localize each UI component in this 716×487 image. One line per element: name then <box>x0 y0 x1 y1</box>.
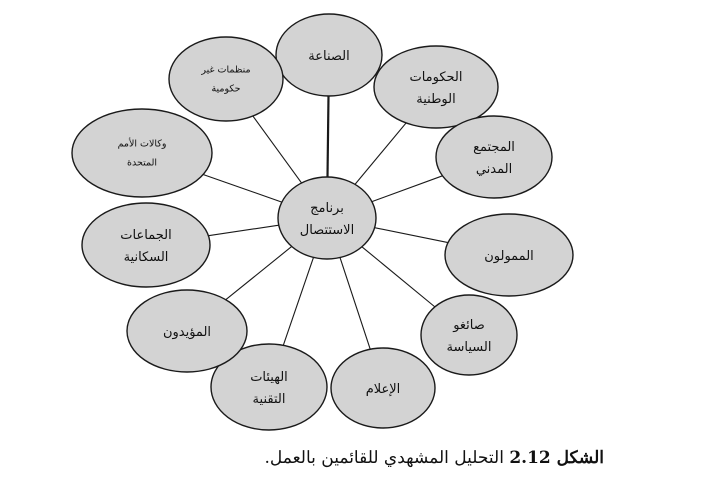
node-label-un-agencies: وكالات الأمم <box>118 138 167 150</box>
node-civil-society: المجتمع المدني <box>435 115 553 199</box>
node-label-funders: الممولون <box>484 249 534 264</box>
node-label-civil-society: المجتمع <box>473 140 515 155</box>
connector-media <box>339 257 371 350</box>
node-label-industry: الصناعة <box>308 49 349 64</box>
node-ellipse-policy-makers <box>420 294 518 376</box>
node-ngos: منظمات غير حكومية <box>168 36 284 122</box>
node-ellipse-national-governments <box>373 45 499 129</box>
connector-ngos <box>252 115 302 184</box>
node-label-center: الاستتصال <box>300 223 354 238</box>
connector-national-governments <box>354 122 407 185</box>
connector-un-agencies <box>202 173 283 203</box>
node-ellipse-funders <box>444 213 574 297</box>
node-label-ngos: حكومية <box>211 84 240 95</box>
node-label-population-groups: الجماعات <box>120 228 171 243</box>
node-population-groups: الجماعات السكانية <box>81 202 211 288</box>
stakeholder-diagram: الصناعة الحكومات الوطنية المجتمع المدني الممو… <box>71 13 574 431</box>
node-ellipse-center <box>277 176 377 260</box>
node-label-policy-makers: السياسة <box>447 340 492 355</box>
node-ellipse-un-agencies <box>71 108 213 198</box>
node-ellipse-industry <box>275 13 383 97</box>
diagram-nodes: الصناعة الحكومات الوطنية المجتمع المدني الممو… <box>71 13 574 431</box>
node-ellipse-supporters <box>126 289 248 373</box>
node-ellipse-ngos <box>168 36 284 122</box>
node-ellipse-technical-bodies <box>210 343 328 431</box>
connector-lines <box>202 95 449 350</box>
node-label-civil-society: المدني <box>476 162 512 177</box>
connector-funders <box>374 227 449 244</box>
node-supporters: المؤيدون <box>126 289 248 373</box>
node-label-technical-bodies: التقنية <box>253 392 286 407</box>
node-label-policy-makers: صائغو <box>452 318 485 333</box>
connector-industry <box>326 95 330 178</box>
node-label-un-agencies: المتحدة <box>127 158 157 169</box>
node-label-supporters: المؤيدون <box>163 325 211 340</box>
figure-caption-text: التحليل المشهدي للقائمين بالعمل. <box>264 448 504 468</box>
node-label-center: برنامج <box>310 201 344 216</box>
node-ellipse-population-groups <box>81 202 211 288</box>
node-label-national-governments: الوطنية <box>416 92 455 107</box>
figure-caption: الشكل 2.12 التحليل المشهدي للقائمين بالع… <box>0 448 605 468</box>
node-ellipse-civil-society <box>435 115 553 199</box>
node-label-technical-bodies: الهيئات <box>250 370 288 385</box>
node-label-national-governments: الحكومات <box>409 70 462 85</box>
connector-supporters <box>225 246 293 301</box>
node-industry: الصناعة <box>275 13 383 97</box>
node-ellipse-media <box>330 347 436 429</box>
node-technical-bodies: الهيئات التقنية <box>210 343 328 431</box>
connector-technical-bodies <box>282 257 314 346</box>
node-label-population-groups: السكانية <box>124 250 169 265</box>
node-label-media: الإعلام <box>366 382 401 397</box>
node-media: الإعلام <box>330 347 436 429</box>
node-national-governments: الحكومات الوطنية <box>373 45 499 129</box>
connector-civil-society <box>371 175 443 203</box>
connector-population-groups <box>208 224 279 237</box>
node-label-ngos: منظمات غير <box>200 65 250 76</box>
connector-policy-makers <box>361 246 436 308</box>
node-policy-makers: صائغو السياسة <box>420 294 518 376</box>
node-un-agencies: وكالات الأمم المتحدة <box>71 108 213 198</box>
figure-label: الشكل 2.12 <box>509 448 604 468</box>
node-center: برنامج الاستتصال <box>277 176 377 260</box>
node-funders: الممولون <box>444 213 574 297</box>
